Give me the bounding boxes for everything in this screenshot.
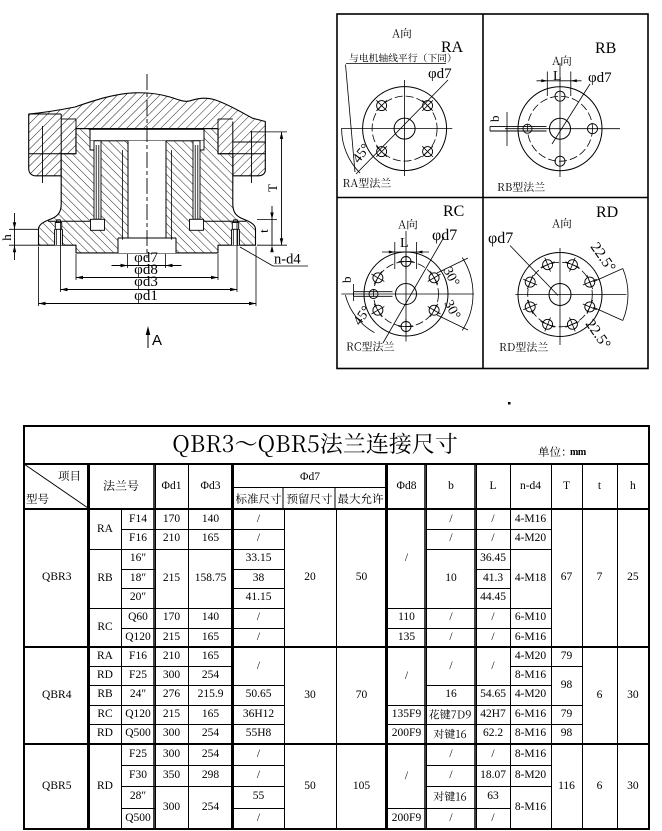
svg-text:φd7: φd7 xyxy=(488,230,513,247)
svg-text:45°: 45° xyxy=(350,141,374,166)
svg-text:T: T xyxy=(265,184,280,192)
svg-text:L: L xyxy=(553,69,562,84)
svg-text:RC: RC xyxy=(443,203,464,220)
svg-text:b: b xyxy=(487,116,502,123)
svg-text:t: t xyxy=(256,229,271,233)
svg-text:22.5°: 22.5° xyxy=(582,317,614,353)
svg-text:30°: 30° xyxy=(439,265,461,289)
svg-text:φd8: φd8 xyxy=(134,262,158,278)
svg-text:φd7: φd7 xyxy=(432,227,457,244)
svg-text:φd7: φd7 xyxy=(588,70,612,86)
svg-text:φd1: φd1 xyxy=(134,288,158,304)
svg-text:n-d4: n-d4 xyxy=(274,252,301,268)
svg-text:b: b xyxy=(339,277,354,284)
svg-text:φd7: φd7 xyxy=(428,66,452,82)
svg-text:RA: RA xyxy=(441,39,464,56)
svg-text:φd7: φd7 xyxy=(134,250,158,266)
svg-text:L: L xyxy=(400,236,409,251)
svg-text:h: h xyxy=(0,234,14,241)
svg-text:mm: mm xyxy=(570,447,587,458)
svg-text:φd3: φd3 xyxy=(134,274,158,290)
svg-text:RD: RD xyxy=(596,204,618,221)
svg-text:A: A xyxy=(152,332,162,349)
svg-text:RB: RB xyxy=(595,40,616,57)
svg-text:22.5°: 22.5° xyxy=(587,240,619,276)
